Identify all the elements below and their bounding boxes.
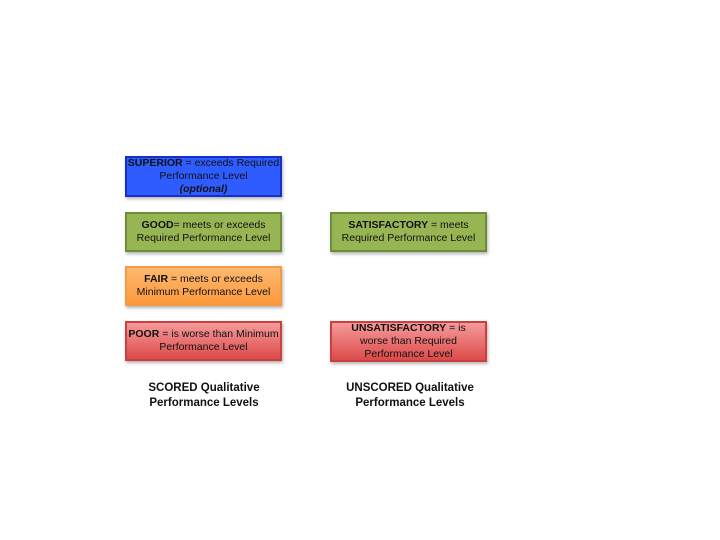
superior-note: (optional) bbox=[179, 183, 228, 195]
unsatisfactory-term: UNSATISFACTORY bbox=[351, 322, 447, 334]
superior-term: SUPERIOR bbox=[127, 157, 183, 169]
fair-desc: = meets or exceeds Minimum Performance L… bbox=[136, 273, 271, 298]
poor-term: POOR bbox=[128, 328, 160, 340]
satisfactory-desc: = meets Required Performance Level bbox=[341, 219, 476, 244]
poor-level-box: POOR = is worse than Minimum Performance… bbox=[125, 321, 282, 361]
good-level-box: GOOD= meets or exceeds Required Performa… bbox=[125, 212, 282, 252]
fair-term: FAIR bbox=[144, 273, 169, 285]
fair-level-box: FAIR = meets or exceeds Minimum Performa… bbox=[125, 266, 282, 306]
superior-desc: = exceeds Required Performance Level bbox=[159, 157, 280, 182]
good-desc: = meets or exceeds Required Performance … bbox=[136, 219, 271, 244]
satisfactory-term: SATISFACTORY bbox=[348, 219, 429, 231]
scored-caption-line2: Performance Levels bbox=[149, 397, 259, 409]
unscored-caption-line2: Performance Levels bbox=[355, 397, 465, 409]
scored-caption-line1: SCORED Qualitative bbox=[148, 382, 260, 394]
satisfactory-level-box: SATISFACTORY = meets Required Performanc… bbox=[330, 212, 487, 252]
good-term: GOOD bbox=[141, 219, 174, 231]
superior-level-box: SUPERIOR = exceeds Required Performance … bbox=[125, 156, 282, 197]
scored-caption: SCORED Qualitative Performance Levels bbox=[104, 381, 304, 411]
unscored-caption: UNSCORED Qualitative Performance Levels bbox=[310, 381, 510, 411]
unscored-caption-line1: UNSCORED Qualitative bbox=[346, 382, 474, 394]
poor-desc: = is worse than Minimum Performance Leve… bbox=[159, 328, 279, 353]
unsatisfactory-level-box: UNSATISFACTORY = is worse than Required … bbox=[330, 321, 487, 362]
unsatisfactory-desc: = is worse than Required Performance Lev… bbox=[360, 322, 466, 360]
